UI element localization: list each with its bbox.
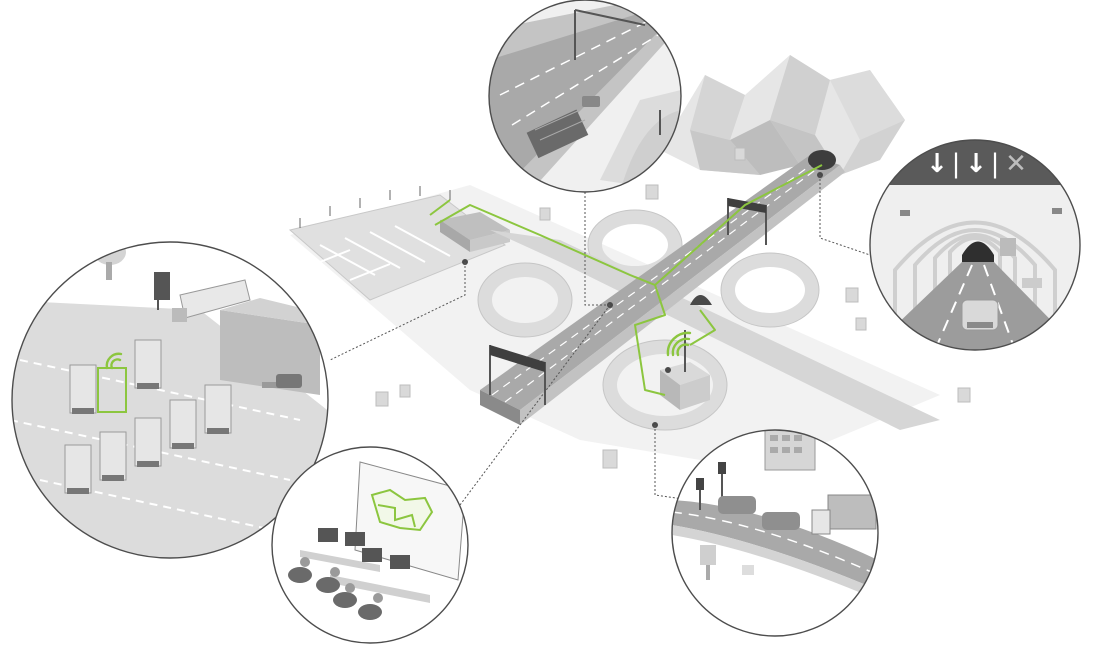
lane-signal-3: ✕ [1005,149,1027,179]
trees [375,147,971,469]
svg-text:|: | [991,149,1000,179]
detail-circle-control-room [271,446,469,644]
lane-signal-2: ↓ [965,149,987,179]
network-map-display [370,488,434,532]
svg-text:|: | [952,149,961,179]
fiber-network [429,164,823,396]
main-scene [288,55,971,506]
lane-signal-1: ↓ [926,149,948,179]
wifi-signal-icon [105,352,123,370]
interchange-ramps [478,210,819,430]
control-center-building [660,330,710,410]
detail-circle-tunnel: ↓ | ↓ | ✕ [869,139,1081,351]
mountain-range [660,55,905,175]
underpass-portal [690,295,712,305]
main-highway [480,150,845,425]
tunnel-opening [962,241,994,262]
detail-circle-truck-parking [11,241,329,559]
sign-gantry [489,198,767,405]
wifi-signal-icon [666,331,692,357]
camera-icon [900,208,1062,216]
parking-lot [288,186,510,301]
detail-circle-bridge [488,0,682,193]
detail-circle-roadside [671,429,879,637]
